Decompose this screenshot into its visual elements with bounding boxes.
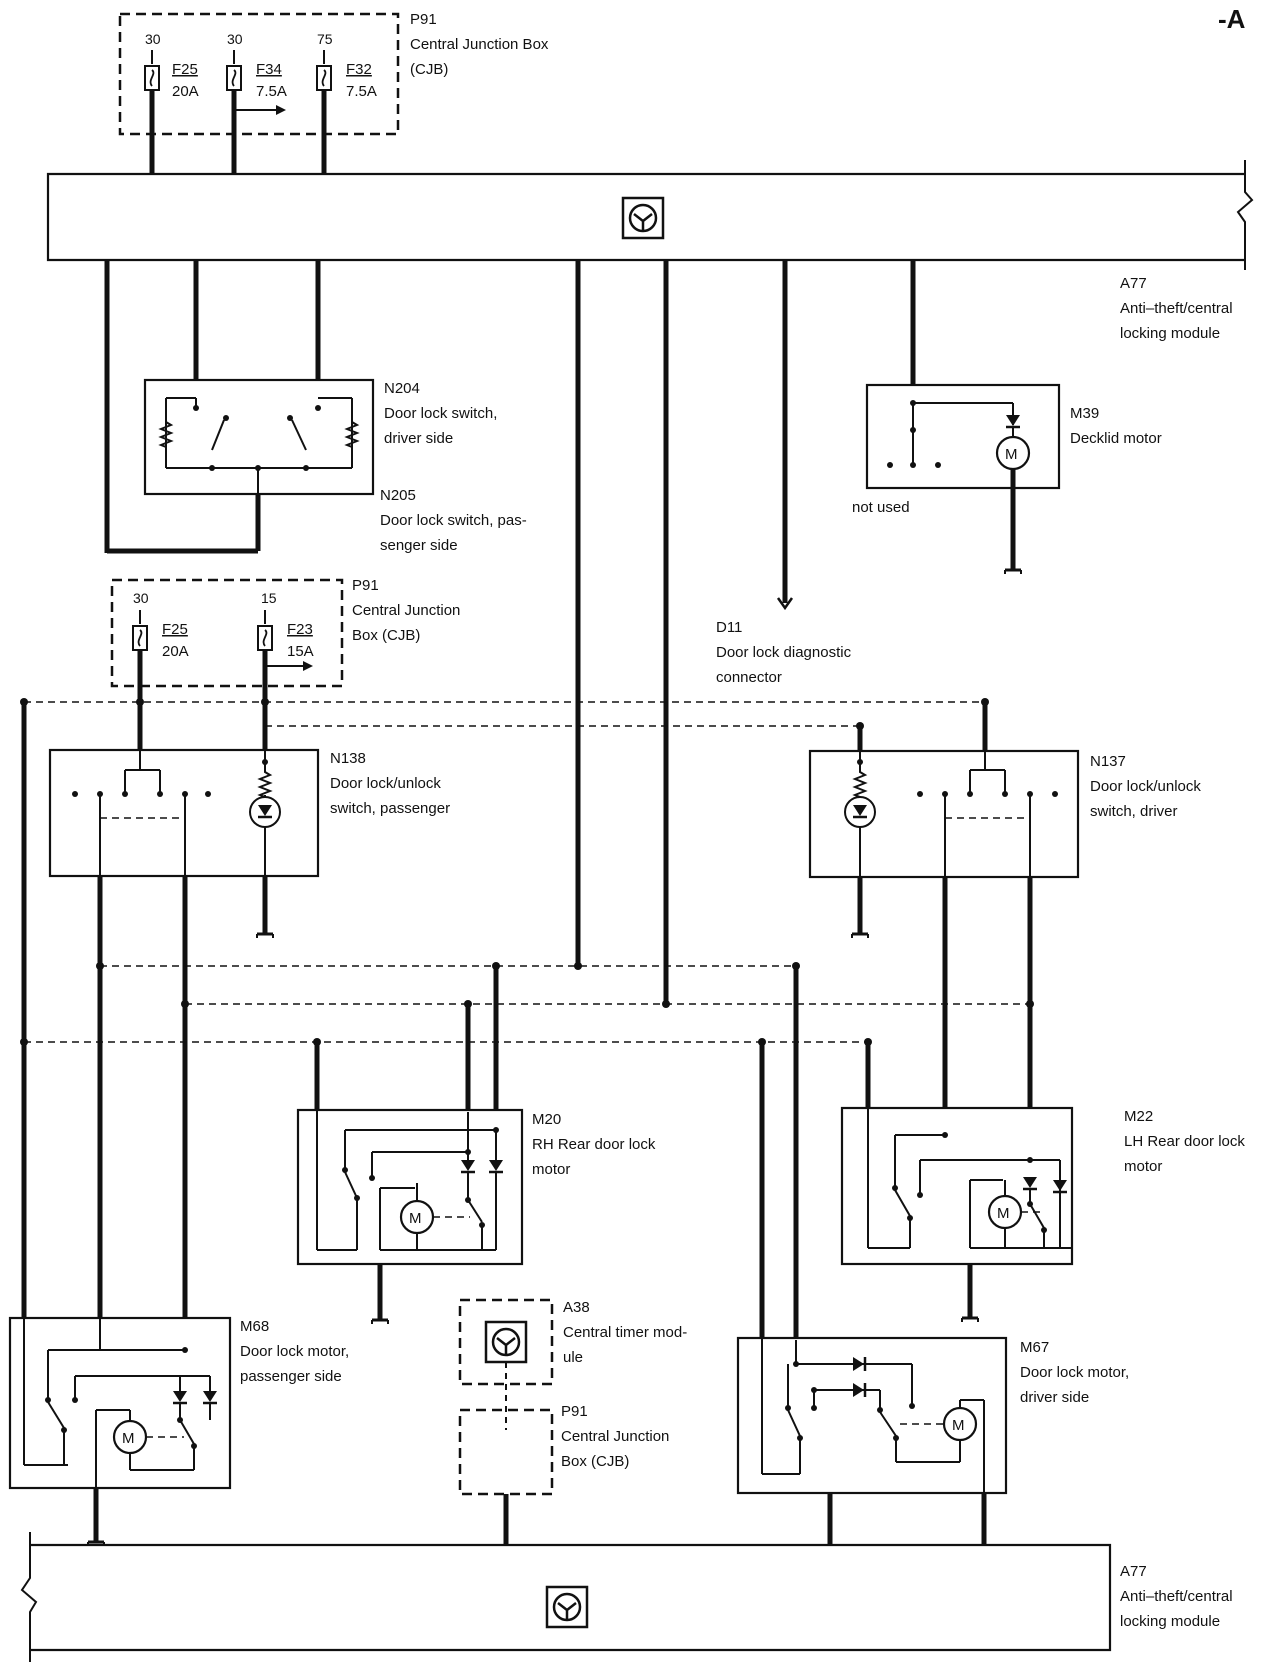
m22-name: LH Rear door lock [1124, 1133, 1245, 1150]
d11-code: D11 [716, 619, 742, 636]
fuse-rating: 7.5A [346, 83, 377, 100]
n137-name: Door lock/unlock [1090, 778, 1201, 795]
m67-code: M67 [1020, 1339, 1049, 1356]
module-bottom-code: A77 [1120, 1563, 1147, 1580]
fuse-id: F32 [346, 61, 372, 78]
central-timer-module-a38 [458, 1298, 554, 1386]
door-switch-n137 [808, 749, 1080, 879]
fuse-id: F23 [287, 621, 313, 638]
module-top-name-2: locking module [1120, 325, 1220, 342]
n205-name: Door lock switch, pas- [380, 512, 527, 529]
n204-name-2: driver side [384, 430, 453, 447]
fuse-terminal: 30 [133, 590, 149, 606]
fuse-id: F25 [162, 621, 188, 638]
control-module-icon [484, 1320, 528, 1364]
cjb-mid-name: Central Junction [352, 602, 460, 619]
cjb-top-name: Central Junction Box [410, 36, 549, 53]
m20-name: RH Rear door lock [532, 1136, 656, 1153]
n204-name: Door lock switch, [384, 405, 497, 422]
fuse-terminal: 30 [227, 31, 243, 47]
cjb-mid: 30 15 F25 20A F23 15A [110, 578, 344, 688]
ground-icon [960, 1316, 980, 1324]
fuse-id: F25 [172, 61, 198, 78]
module-bottom [20, 1532, 1112, 1662]
m22-name-2: motor [1124, 1158, 1162, 1175]
fuse-rating: 20A [172, 83, 199, 100]
module-top-name: Anti–theft/central [1120, 300, 1233, 317]
door-lock-motor-m67: M [736, 1336, 1008, 1495]
m67-name: Door lock motor, [1020, 1364, 1129, 1381]
n138-name-2: switch, passenger [330, 800, 450, 817]
a38-name-2: ule [563, 1349, 583, 1366]
a38-code: A38 [563, 1299, 590, 1316]
d11-name-2: connector [716, 669, 782, 686]
cjb-bottom [458, 1408, 554, 1496]
door-switch-n138 [48, 748, 320, 878]
n205-name-2: senger side [380, 537, 458, 554]
control-module-icon [621, 196, 665, 240]
motor-symbol: M [409, 1210, 422, 1227]
fuse-icon [316, 65, 332, 91]
door-lock-motor-m22: M [840, 1106, 1074, 1266]
n204-code: N204 [384, 380, 420, 397]
m20-code: M20 [532, 1111, 561, 1128]
fuse-rating: 7.5A [256, 83, 287, 100]
m39-code: M39 [1070, 405, 1099, 422]
motor-symbol: M [997, 1205, 1010, 1222]
fuse-icon [257, 625, 273, 651]
m68-name-2: passenger side [240, 1368, 342, 1385]
module-bottom-name-2: locking module [1120, 1613, 1220, 1630]
n138-name: Door lock/unlock [330, 775, 441, 792]
cjb-mid-name-2: Box (CJB) [352, 627, 420, 644]
a38-name: Central timer mod- [563, 1324, 687, 1341]
cjb-bottom-name-2: Box (CJB) [561, 1453, 629, 1470]
m68-name: Door lock motor, [240, 1343, 349, 1360]
ground-icon [370, 1318, 390, 1326]
ground-icon [850, 932, 870, 940]
ground-icon [1003, 568, 1023, 576]
m20-name-2: motor [532, 1161, 570, 1178]
fuse-icon [132, 625, 148, 651]
fuse-icon [226, 65, 242, 91]
module-top-code: A77 [1120, 275, 1147, 292]
page-mark: -A [1218, 4, 1246, 34]
cjb-top-name-2: (CJB) [410, 61, 448, 78]
ground-icon [255, 932, 275, 940]
m39-name: Decklid motor [1070, 430, 1162, 447]
cjb-top-code: P91 [410, 11, 437, 28]
m68-code: M68 [240, 1318, 269, 1335]
m39-note: not used [852, 499, 910, 516]
d11-name: Door lock diagnostic [716, 644, 852, 661]
n137-name-2: switch, driver [1090, 803, 1178, 820]
n138-code: N138 [330, 750, 366, 767]
motor-symbol: M [952, 1417, 965, 1434]
fuse-id: F34 [256, 61, 282, 78]
fuse-terminal: 15 [261, 590, 277, 606]
decklid-motor-m39: M [865, 383, 1061, 490]
module-bottom-name: Anti–theft/central [1120, 1588, 1233, 1605]
cjb-mid-code: P91 [352, 577, 379, 594]
motor-symbol: M [1005, 446, 1018, 463]
fuse-icon [144, 65, 160, 91]
fuse-rating: 15A [287, 643, 314, 660]
n205-code: N205 [380, 487, 416, 504]
fuse-terminal: 75 [317, 31, 333, 47]
fuse-rating: 20A [162, 643, 189, 660]
cjb-top: 30 30 75 F25 20A F34 7.5A F32 7.5A [118, 12, 400, 136]
door-lock-motor-m68: M [8, 1316, 232, 1490]
m22-code: M22 [1124, 1108, 1153, 1125]
motor-symbol: M [122, 1430, 135, 1447]
door-lock-motor-m20: M [296, 1108, 524, 1266]
n137-code: N137 [1090, 753, 1126, 770]
module-top [46, 160, 1254, 270]
fuse-terminal: 30 [145, 31, 161, 47]
control-module-icon [545, 1585, 589, 1629]
m67-name-2: driver side [1020, 1389, 1089, 1406]
door-switch-n204-n205 [143, 378, 375, 496]
cjb-bottom-name: Central Junction [561, 1428, 669, 1445]
cjb-bottom-code: P91 [561, 1403, 588, 1420]
